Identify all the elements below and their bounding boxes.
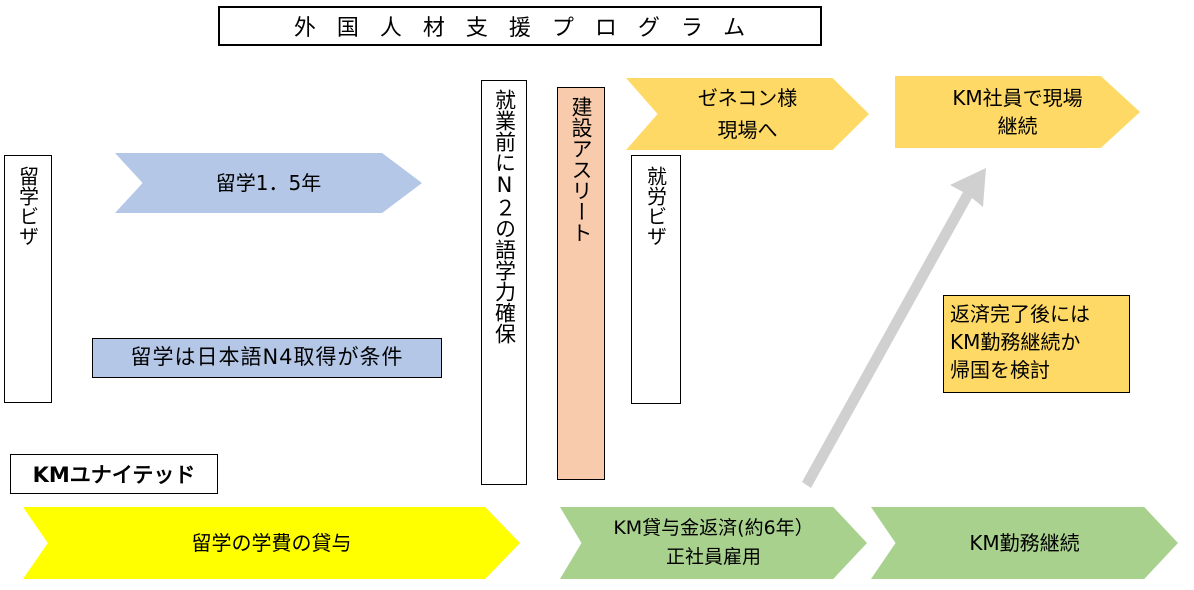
work-visa-box: 就労ビザ bbox=[631, 155, 681, 404]
career-progress-arrow bbox=[802, 168, 986, 488]
loan-repayment-arrow: KM貸与金返済(約6年） 正社員雇用 bbox=[560, 507, 867, 579]
study-period-label: 留学1．5年 bbox=[215, 171, 322, 195]
general-contractor-label: ゼネコン様 現場へ bbox=[697, 86, 798, 142]
km-employee-arrow: KM社員で現場 継続 bbox=[895, 76, 1140, 148]
company-label: KMユナイテッド bbox=[10, 454, 218, 494]
loan-repayment-label: KM貸与金返済(約6年） 正社員雇用 bbox=[613, 516, 814, 568]
construction-athlete-box: 建設アスリート bbox=[557, 87, 605, 480]
km-continue-label: KM勤務継続 bbox=[969, 531, 1080, 555]
student-visa-box: 留学ビザ bbox=[4, 155, 52, 403]
n4-condition-box: 留学は日本語N4取得が条件 bbox=[92, 338, 442, 378]
after-repayment-note: 返済完了後には KM勤務継続か 帰国を検討 bbox=[943, 295, 1130, 393]
after-repayment-text: 返済完了後には KM勤務継続か 帰国を検討 bbox=[950, 302, 1090, 382]
tuition-loan-arrow: 留学の学費の貸与 bbox=[23, 507, 520, 579]
km-employee-label: KM社員で現場 継続 bbox=[952, 86, 1083, 138]
general-contractor-arrow: ゼネコン様 現場へ bbox=[626, 78, 869, 150]
km-continue-arrow: KM勤務継続 bbox=[871, 507, 1178, 579]
page-title: 外国人材支援プログラム bbox=[218, 6, 822, 46]
study-period-arrow: 留学1．5年 bbox=[115, 153, 422, 213]
tuition-loan-label: 留学の学費の貸与 bbox=[191, 531, 352, 555]
pre-employment-box: 就業前にN２の語学力確保 bbox=[481, 80, 527, 485]
